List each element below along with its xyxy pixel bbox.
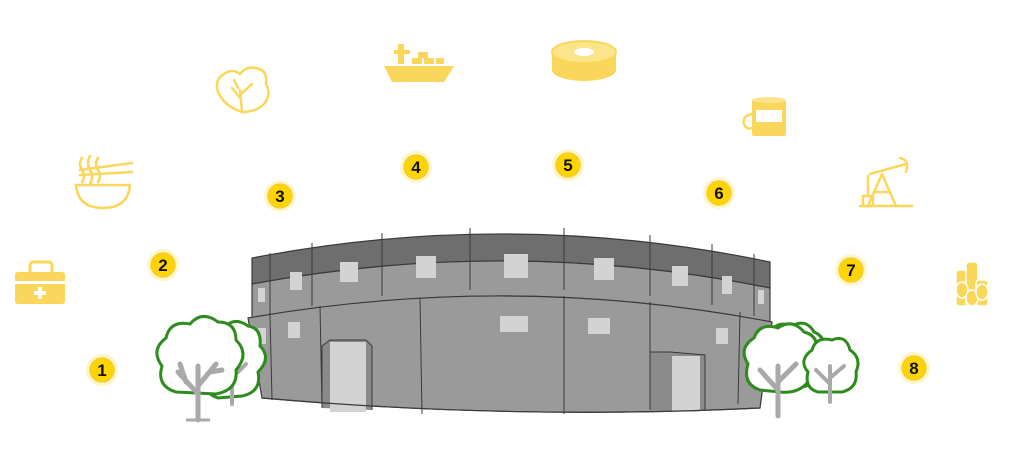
number-badge-3: 3 [264,180,296,212]
number-badge-6: 6 [703,177,735,209]
badge-number: 7 [846,261,855,280]
pipes-icon [955,261,989,307]
badge-disc [403,154,429,180]
first-aid-kit-icon [15,260,65,304]
cargo-ship-icon [384,44,454,82]
lettuce-icon [215,66,270,114]
filament-spool-icon [551,40,617,81]
badge-disc [555,152,581,178]
badge-number: 1 [97,361,106,380]
tree-left-front [155,315,245,423]
number-badge-1: 1 [86,354,118,386]
badge-number: 2 [158,256,167,275]
badge-number: 5 [563,156,572,175]
paint-can-icon [742,97,786,136]
number-badge-4: 4 [400,151,432,183]
badge-number: 4 [411,158,421,177]
stadium [247,228,773,415]
oil-pump-icon [858,156,914,208]
badge-disc [706,180,732,206]
number-badge-8: 8 [898,352,930,384]
noodle-bowl-icon [74,154,134,210]
badge-number: 6 [714,184,723,203]
badge-disc [150,252,176,278]
number-badge-7: 7 [835,254,867,286]
badge-disc [89,357,115,383]
badge-number: 3 [275,187,284,206]
number-badges: 1 2 3 4 5 6 7 8 [86,149,930,386]
number-badge-2: 2 [147,249,179,281]
badge-disc [838,257,864,283]
badge-disc [267,183,293,209]
tree-right-small [802,336,860,404]
badge-number: 8 [909,359,918,378]
number-badge-5: 5 [552,149,584,181]
badge-disc [901,355,927,381]
